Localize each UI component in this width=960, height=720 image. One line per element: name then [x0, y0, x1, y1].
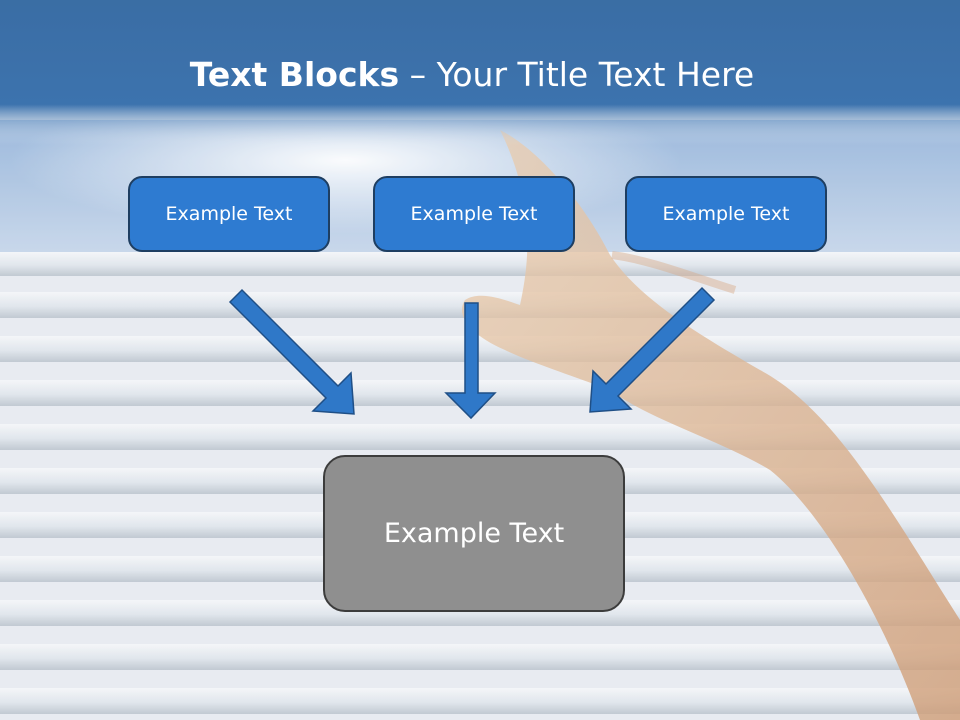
text-block-3[interactable]: Example Text: [625, 176, 827, 252]
slide-title: Text Blocks – Your Title Text Here: [0, 52, 944, 98]
title-separator: –: [399, 55, 437, 94]
text-block-1[interactable]: Example Text: [128, 176, 330, 252]
result-block[interactable]: Example Text: [323, 455, 625, 612]
title-bold-text: Text Blocks: [189, 55, 400, 94]
text-block-2[interactable]: Example Text: [373, 176, 575, 252]
title-rest-text: Your Title Text Here: [436, 55, 755, 94]
hand-image: [461, 130, 960, 720]
